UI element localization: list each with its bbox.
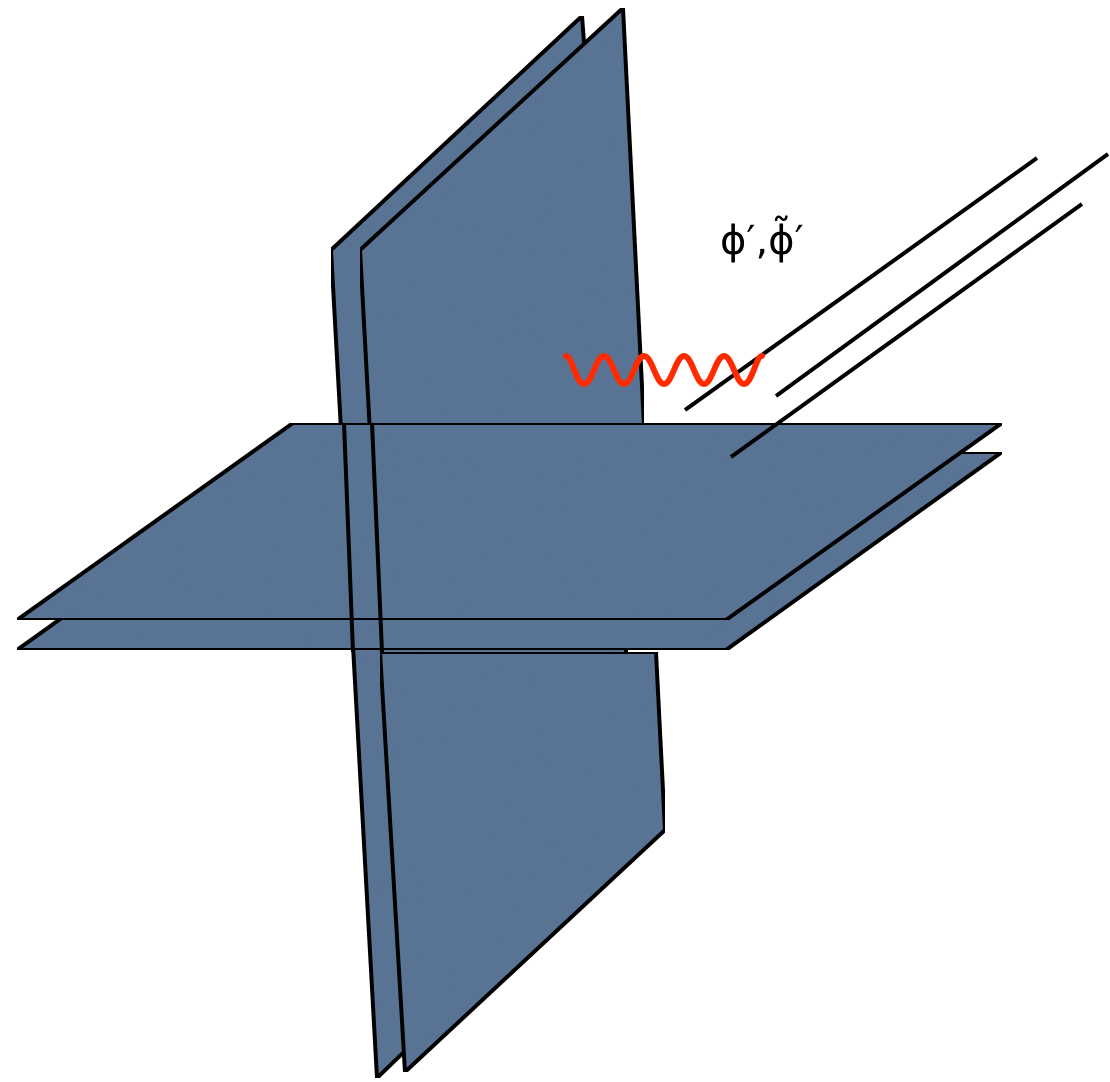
open-string-line-1 [683, 156, 1039, 412]
brane-edge-front-left [370, 422, 384, 653]
photon-wavy-line [563, 353, 765, 387]
vertical-brane-front-lower [378, 650, 667, 1074]
open-string-line-2 [774, 152, 1110, 398]
field-label: ϕ′,ϕ̃′ [720, 215, 804, 264]
horizontal-brane-upper [15, 421, 1004, 622]
open-string-line-3 [729, 202, 1084, 459]
brane-edge-back-left [342, 422, 355, 653]
